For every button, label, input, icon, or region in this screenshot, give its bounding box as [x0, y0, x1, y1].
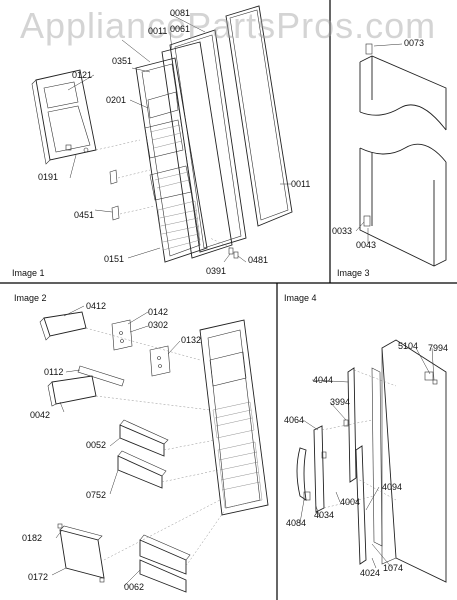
freezer-door [359, 55, 447, 130]
callout-3994: 3994 [330, 397, 351, 407]
image1-drawing [31, 5, 293, 263]
callout-7994: 7994 [428, 343, 449, 353]
callout-0011-top: 0011 [148, 26, 168, 36]
shelf-0052 [119, 424, 165, 457]
cabinet-wall [381, 339, 447, 583]
liner-panel [161, 41, 233, 259]
callout-0172: 0172 [28, 572, 49, 582]
shelf-0062 [139, 539, 187, 575]
callout-4084: 4084 [286, 518, 307, 528]
callout-1074: 1074 [383, 563, 404, 573]
callout-0752: 0752 [86, 490, 107, 500]
shelf-0752 [117, 455, 163, 489]
callout-4024: 4024 [360, 568, 381, 578]
callout-0412: 0412 [86, 301, 107, 311]
callout-4094: 4094 [382, 482, 403, 492]
callout-0451: 0451 [74, 210, 95, 220]
callout-0073: 0073 [404, 38, 425, 48]
callout-5104: 5104 [398, 341, 419, 351]
rail-4094 [355, 445, 367, 565]
callout-0481: 0481 [248, 255, 269, 265]
callout-4004: 4004 [340, 497, 361, 507]
panel-title-image3: Image 3 [337, 268, 370, 278]
callout-0351: 0351 [112, 56, 133, 66]
callout-0062: 0062 [124, 582, 145, 592]
callout-0302: 0302 [148, 320, 169, 330]
callout-0043: 0043 [356, 240, 377, 250]
callout-0052: 0052 [86, 440, 107, 450]
rail-4044 [347, 367, 357, 483]
callout-4034: 4034 [314, 510, 335, 520]
callout-0061: 0061 [170, 24, 191, 34]
callout-0081: 0081 [170, 8, 191, 18]
callout-0132: 0132 [181, 335, 202, 345]
callout-0201: 0201 [106, 95, 127, 105]
callout-0011: 0011 [291, 179, 311, 189]
bin-0172 [59, 529, 105, 579]
outer-door-panel [225, 5, 293, 227]
image4-drawing [296, 339, 447, 583]
door-gasket [169, 29, 247, 253]
callout-4044: 4044 [313, 375, 334, 385]
callout-0042: 0042 [30, 410, 51, 420]
bin-0042 [51, 375, 97, 405]
rail-4064 [313, 425, 325, 513]
callout-0112: 0112 [44, 367, 64, 377]
callout-0191: 0191 [38, 172, 59, 182]
panel-title-image1: Image 1 [12, 268, 45, 278]
callout-4064: 4064 [284, 415, 305, 425]
panel-title-image4: Image 4 [284, 293, 317, 303]
inner-door-liner [135, 57, 208, 263]
callout-0391: 0391 [206, 266, 227, 276]
door-liner-assembly [199, 319, 269, 516]
panel-title-image2: Image 2 [14, 293, 47, 303]
callout-0182: 0182 [22, 533, 43, 543]
callout-0033: 0033 [332, 226, 353, 236]
image3-drawing [355, 43, 447, 267]
watermark-logo: AppliancePartsPros.com [20, 5, 437, 46]
callout-0121: 0121 [72, 70, 93, 80]
callout-0142: 0142 [148, 307, 169, 317]
image2-drawing [39, 305, 269, 593]
callout-0151: 0151 [104, 254, 125, 264]
